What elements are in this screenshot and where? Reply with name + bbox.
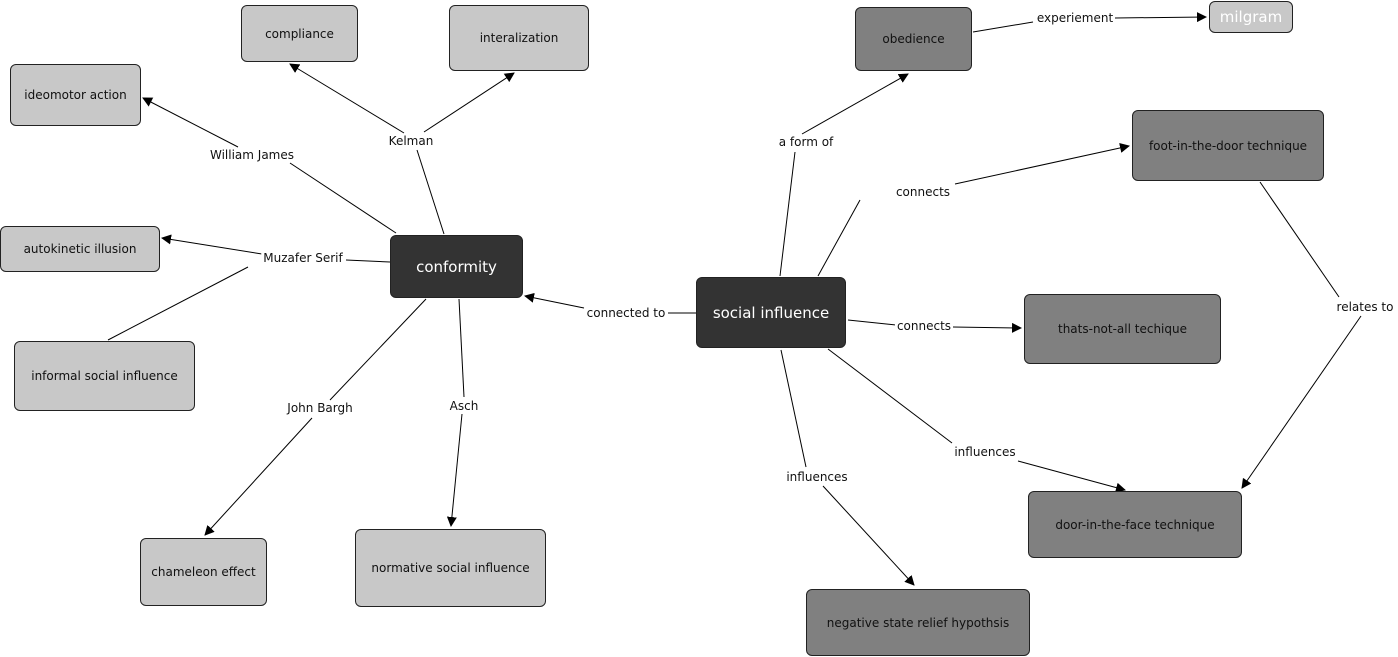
node-label: interalization <box>479 31 559 45</box>
node-label: negative state relief hypothsis <box>826 615 1010 630</box>
edge-connects2-thats <box>952 322 1022 333</box>
link-label-william-james[interactable]: William James <box>207 148 297 162</box>
node-label: obedience <box>882 32 945 46</box>
node-label: normative social influence <box>371 561 530 575</box>
link-label-kelman[interactable]: Kelman <box>386 134 436 148</box>
node-label: informal social influence <box>31 369 178 383</box>
edge-connects1-in <box>817 199 861 277</box>
link-label-connects-foot[interactable]: connects <box>893 185 953 199</box>
edge-muzafer-informal <box>107 266 249 341</box>
edge-muzafer-autokinetic <box>161 234 263 255</box>
node-chameleon-effect[interactable]: chameleon effect <box>140 538 267 606</box>
edge-influences2-negative <box>822 485 915 586</box>
node-thats-not-all[interactable]: thats-not-all techique <box>1024 294 1221 364</box>
edge-relates-door <box>1241 315 1362 489</box>
edge-influences1-door <box>1017 460 1126 493</box>
node-milgram[interactable]: milgram <box>1209 1 1293 33</box>
edge-experiement-in <box>972 21 1034 33</box>
link-label-asch[interactable]: Asch <box>447 399 481 413</box>
link-label-influences-negative[interactable]: influences <box>784 470 850 484</box>
edge-bargh-chameleon <box>204 417 313 536</box>
node-foot-in-the-door[interactable]: foot-in-the-door technique <box>1132 110 1324 181</box>
node-label: thats-not-all techique <box>1058 322 1187 336</box>
edge-connects1-foot <box>954 143 1130 185</box>
edge-relates-in <box>1259 181 1340 298</box>
edge-connects2-in <box>847 319 897 326</box>
edge-muzafer-in <box>345 259 391 263</box>
edge-formof-obedience <box>801 73 909 135</box>
node-compliance[interactable]: compliance <box>241 5 358 62</box>
node-ideomotor-action[interactable]: ideomotor action <box>10 64 141 126</box>
edge-influences2-in <box>780 349 807 468</box>
link-label-muzafer-serif[interactable]: Muzafer Serif <box>261 251 345 265</box>
node-label: foot-in-the-door technique <box>1148 138 1308 153</box>
edge-influences1-in <box>827 348 953 444</box>
link-label-connects-thats[interactable]: connects <box>894 319 954 333</box>
link-label-connected-to[interactable]: connected to <box>584 306 668 320</box>
link-label-a-form-of[interactable]: a form of <box>776 135 836 149</box>
edge-kelman-in <box>416 149 445 235</box>
node-negative-state-relief[interactable]: negative state relief hypothsis <box>806 589 1030 656</box>
link-label-relates-to[interactable]: relates to <box>1334 300 1396 314</box>
node-label: chameleon effect <box>151 565 256 579</box>
node-label: social influence <box>712 303 830 322</box>
edge-kelman-compliance <box>289 63 405 134</box>
edge-bargh-in <box>329 298 427 401</box>
link-label-john-bargh[interactable]: John Bargh <box>285 401 355 415</box>
node-label: door-in-the-face technique <box>1055 517 1215 532</box>
node-obedience[interactable]: obedience <box>855 7 972 71</box>
node-label: ideomotor action <box>24 88 127 102</box>
node-normative-social-influence[interactable]: normative social influence <box>355 529 546 607</box>
edge-asch-in <box>458 298 465 398</box>
node-informal-social-influence[interactable]: informal social influence <box>14 341 195 411</box>
node-social-influence[interactable]: social influence <box>696 277 846 348</box>
edge-connected-conformity <box>524 292 585 309</box>
node-interalization[interactable]: interalization <box>449 5 589 71</box>
link-label-experiement[interactable]: experiement <box>1034 11 1116 25</box>
node-door-in-the-face[interactable]: door-in-the-face technique <box>1028 491 1242 558</box>
edge-william-ideomotor <box>142 97 239 148</box>
edge-william-in <box>289 162 397 234</box>
node-label: compliance <box>265 26 334 41</box>
node-autokinetic-illusion[interactable]: autokinetic illusion <box>0 226 160 272</box>
node-conformity[interactable]: conformity <box>390 235 523 298</box>
node-label: autokinetic illusion <box>23 242 137 256</box>
node-label: milgram <box>1219 8 1283 26</box>
edge-experiement-milgram <box>1114 12 1207 23</box>
edge-kelman-interalization <box>423 72 515 133</box>
node-label: conformity <box>416 257 497 276</box>
edge-asch-normative <box>446 413 463 527</box>
link-label-influences-door[interactable]: influences <box>952 445 1018 459</box>
edge-formof-in <box>779 151 796 277</box>
